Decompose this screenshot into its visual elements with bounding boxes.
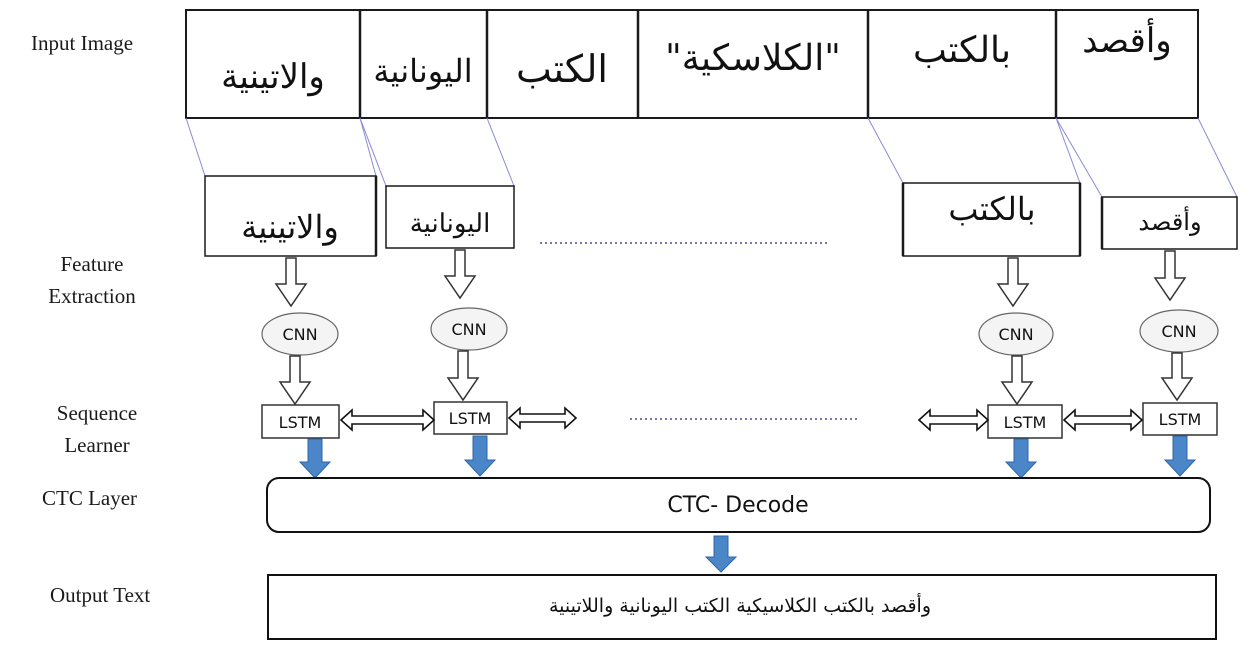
bidirectional-arrow-icon (339, 408, 436, 432)
input-image-frame (185, 9, 1199, 119)
output-text-box (267, 574, 1217, 640)
lstm-node: LSTM (1142, 402, 1218, 436)
cnn-label: CNN (282, 325, 317, 344)
down-arrow-icon (443, 249, 477, 300)
crop-word: والاتينية (241, 208, 339, 246)
blue-down-arrow-icon (463, 435, 497, 477)
cnn-label: CNN (998, 325, 1033, 344)
bidirectional-arrow-icon (917, 408, 990, 432)
lstm-label: LSTM (449, 409, 492, 428)
down-arrow-icon (996, 257, 1030, 308)
label-sequence-line1: Sequence (57, 401, 137, 425)
lstm-label: LSTM (1159, 410, 1202, 429)
down-arrow-icon (1153, 250, 1187, 302)
blue-down-arrow-icon (298, 438, 332, 479)
bidirectional-arrow-icon (507, 406, 578, 430)
ctc-decode-label: CTC- Decode (667, 493, 808, 518)
label-sequence-line2: Learner (64, 433, 129, 457)
cnn-label: CNN (1161, 322, 1196, 341)
down-arrow-icon (274, 257, 308, 308)
label-ctc-layer: CTC Layer (42, 486, 137, 510)
label-output-text: Output Text (50, 583, 150, 607)
input-word: اليونانية (373, 52, 472, 90)
label-input-image: Input Image (31, 31, 133, 55)
input-word: الكتب (516, 47, 608, 91)
cnn-node: CNN (430, 307, 508, 351)
output-sentence: وأقصد بالكتب الكلاسيكية الكتب اليونانية … (549, 593, 931, 617)
crop-guides (185, 117, 1238, 198)
bidirectional-arrow-icon (1062, 408, 1144, 432)
ctc-decode-box (266, 477, 1211, 533)
blue-down-arrow-icon (1163, 435, 1197, 477)
input-word: "الكلاسكية" (665, 38, 841, 79)
blue-down-arrow-icon (704, 535, 738, 573)
cnn-node: CNN (261, 312, 339, 356)
crop-box (902, 182, 1081, 257)
lstm-label: LSTM (1004, 413, 1047, 432)
lstm-node: LSTM (987, 404, 1063, 439)
down-arrow-icon (278, 355, 312, 406)
down-arrow-icon (446, 350, 480, 402)
down-arrow-icon (1160, 352, 1194, 402)
label-feature-line1: Feature (61, 252, 124, 276)
down-arrow-icon (1000, 355, 1034, 406)
lstm-label: LSTM (279, 413, 322, 432)
input-word: وأقصد (1082, 18, 1171, 61)
crop-word: وأقصد (1138, 205, 1201, 236)
crop-box (204, 175, 377, 257)
lstm-node: LSTM (433, 401, 508, 435)
crop-box (385, 185, 515, 249)
cnn-node: CNN (1139, 309, 1219, 353)
cnn-label: CNN (451, 320, 486, 339)
crop-word: اليونانية (410, 209, 491, 239)
label-feature-line2: Extraction (48, 284, 136, 308)
lstm-node: LSTM (261, 404, 340, 439)
blue-down-arrow-icon (1004, 438, 1038, 479)
crop-word: بالكتب (948, 190, 1035, 228)
input-word: بالكتب (913, 30, 1011, 71)
cnn-node: CNN (978, 312, 1054, 356)
input-word: والاتينية (221, 57, 325, 97)
